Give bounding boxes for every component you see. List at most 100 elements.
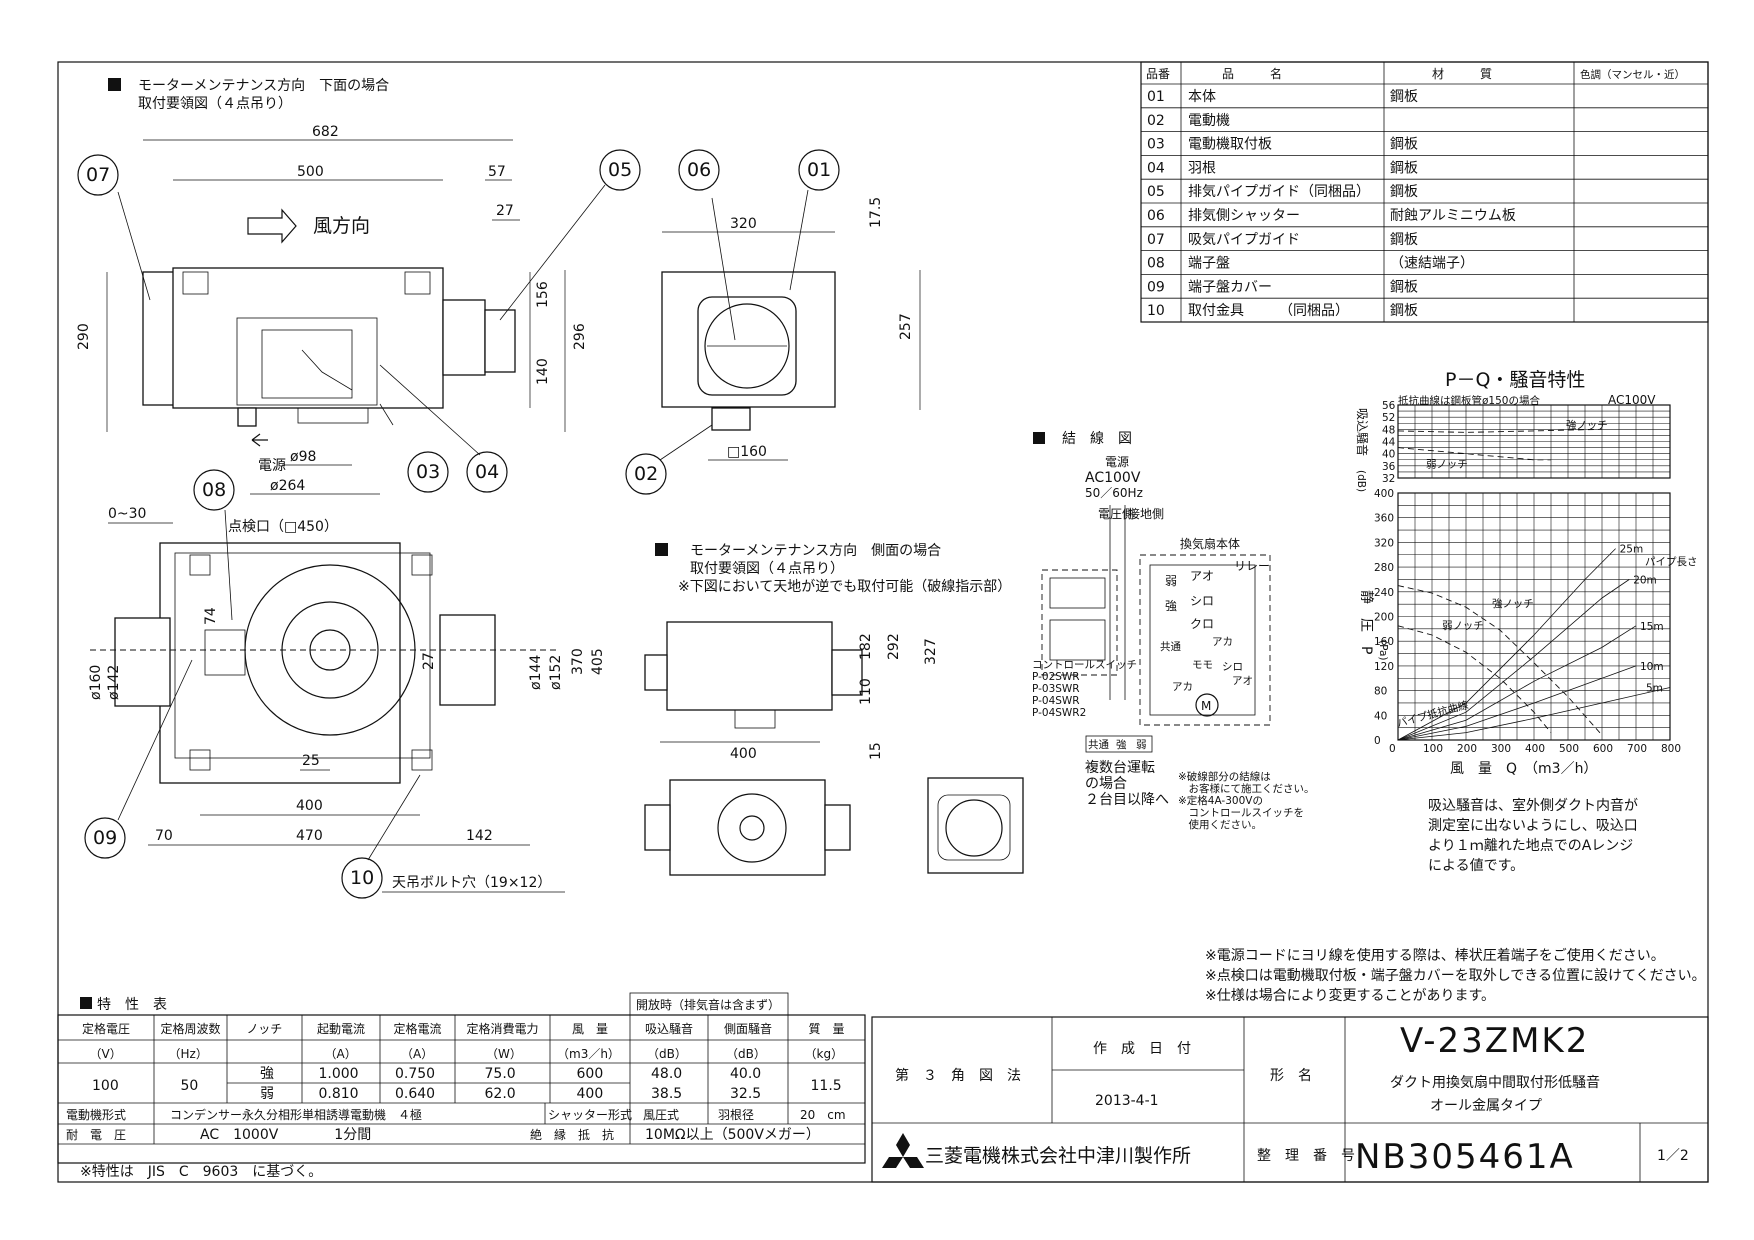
spec-value: 600 [577,1066,604,1082]
chart-voltage: AC100V [1608,393,1656,407]
part-number: 04 [1147,160,1165,176]
pipe-length-label: パイプ長さ [1645,556,1698,568]
resistance-curve [1397,625,1637,741]
footer-note-3: ※仕様は場合により変更することがあります。 [1205,987,1495,1004]
power-label: 電源 [258,458,286,474]
svg-text:モモ: モモ [1192,659,1213,671]
svg-text:強: 強 [1116,738,1127,751]
spec-header: 起動電流 [317,1022,365,1036]
wiring-diagram: 結 線 図 電源 AC100V 50／60Hz 電圧側 接地側 換気扇本体 コン… [1032,431,1315,831]
chart-subtitle: 抵抗曲線は鋼板管ø150の場合 [1398,394,1540,407]
part-name: 端子盤 [1188,256,1230,272]
open-note: 開放時（排気音は含まず） [636,997,780,1012]
noise-tick-label: 44 [1382,437,1396,449]
static-axis-label: 静 圧 P [1358,590,1374,654]
y-tick-label: 240 [1374,587,1394,599]
noise-tick-label: 32 [1382,473,1395,485]
spec-header: 定格電圧 [82,1021,130,1036]
y-tick-label: 360 [1374,513,1394,525]
wiring-title: 結 線 図 [1062,431,1132,447]
callout-09 [84,817,126,859]
spec-value: 75.0 [485,1066,516,1082]
svg-text:P-03SWR: P-03SWR [1032,683,1080,695]
callout-03 [407,451,449,493]
model-description-2: オール金属タイプ [1430,1098,1542,1114]
resistance-curve-label: 10m [1640,661,1664,673]
part-material: 鋼板 [1390,137,1418,153]
callout-05 [599,149,641,191]
noise-tick-label: 40 [1382,449,1395,461]
svg-text:測定室に出ないようにし、吸込口: 測定室に出ないようにし、吸込口 [1428,817,1638,834]
svg-text:アカ: アカ [1172,681,1193,693]
dim-o144: ø144 [528,655,544,690]
noise-plot-frame [1397,404,1671,479]
svg-text:P-02SWR: P-02SWR [1032,671,1080,683]
part-name: 電動機 [1188,113,1230,129]
dim-98: ø98 [290,449,316,465]
side-dim-327: 327 [923,638,939,665]
resistance-curve-label: 20m [1633,574,1657,586]
part-name: 本体 [1188,89,1216,105]
x-tick-label: 700 [1627,743,1647,755]
y-tick-label: 320 [1374,537,1394,549]
airflow-label: 風方向 [313,215,370,237]
spec-voltage: 100 [92,1078,119,1094]
bolt-hole-label: 天吊ボルト穴（19×12） [392,875,551,891]
svg-text:04: 04 [475,461,499,483]
spec-unit: （W） [486,1047,522,1061]
callout-06 [678,149,720,191]
side-dim-15: 15 [868,742,884,760]
dim-o152: ø152 [548,655,564,690]
svg-text:P-04SWR: P-04SWR [1032,695,1080,707]
y-tick-label: 200 [1374,612,1394,624]
noise-tick-label: 52 [1382,412,1395,424]
top-view-heading: モーターメンテナンス方向 下面の場合 [138,78,389,94]
svg-text:お客様にて施工ください。: お客様にて施工ください。 [1178,782,1315,795]
dim-27-b: 27 [421,652,437,670]
wiring-power: 電源 [1105,455,1129,469]
spec-frequency: 50 [181,1078,199,1094]
svg-text:アオ: アオ [1190,569,1214,583]
dim-257: 257 [898,313,914,340]
spec-unit: （V） [90,1047,122,1061]
spec-marker [80,997,92,1009]
noise-note: 吸込騒音は、室外側ダクト内音が 測定室に出ないようにし、吸込口 より１ｍ離れた地… [1428,797,1638,874]
part-material: 鋼板 [1390,89,1418,105]
page-number: 1／2 [1657,1148,1689,1164]
dim-57: 57 [488,164,506,180]
x-tick-label: 300 [1491,743,1511,755]
part-number: 05 [1147,184,1165,200]
spec-table: 特 性 表 開放時（排気音は含まず） 定格電圧定格周波数ノッチ起動電流定格電流定… [57,992,866,1180]
part-name: 端子盤カバー [1188,279,1272,295]
noise-tick-label: 36 [1382,461,1396,473]
svg-text:※破線部分の結線は: ※破線部分の結線は [1178,770,1271,783]
footer-note-1: ※電源コードにヨリ線を使用する際は、棒状圧着端子をご使用ください。 [1205,947,1665,964]
part-name: 羽根 [1188,160,1216,176]
part-material: 鋼板 [1390,160,1418,176]
spec-value: 38.5 [651,1086,682,1102]
callout-02 [625,453,667,495]
part-name: 電動機取付板 [1188,137,1272,153]
spec-header: 側面騒音 [724,1021,772,1036]
dim-27: 27 [496,203,514,219]
svg-text:コントロールスイッチを: コントロールスイッチを [1178,807,1304,819]
spec-header: 定格電流 [394,1021,442,1036]
pq-curve-label: 強ノッチ [1492,597,1534,610]
motor-icon [1195,693,1219,717]
dim-o160: ø160 [88,665,104,700]
dim-470: 470 [296,828,323,844]
noise-tick-label: 48 [1382,424,1395,436]
part-name: 取付金具 （同梱品） [1188,303,1349,319]
y-tick-label: 40 [1374,710,1387,722]
resistance-curve [1397,548,1616,741]
spec-value: 強 [260,1066,274,1082]
resistance-curve [1397,665,1637,741]
serial-number: NB305461A [1355,1137,1575,1177]
part-material: 鋼板 [1390,279,1418,295]
part-name: 排気パイプガイド（同梱品） [1188,184,1370,200]
spec-header: 定格消費電力 [467,1021,539,1036]
spec-value: 62.0 [485,1086,516,1102]
noise-curve [1397,428,1603,433]
resistance-curve [1397,579,1630,741]
title-block: 第 ３ 角 図 法 作 成 日 付 2013-4-1 形 名 V-23ZMK2 … [871,1016,1709,1183]
